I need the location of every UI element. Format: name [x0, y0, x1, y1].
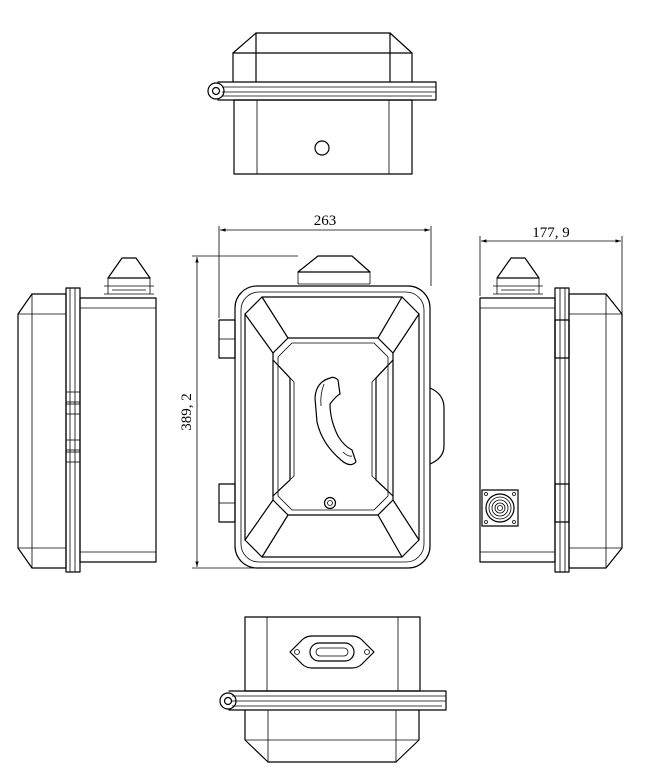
telephone-handset-icon: [314, 376, 357, 466]
left-side-view: [17, 257, 157, 573]
height-label: 389, 2: [179, 393, 195, 431]
cable-gland-icon: [289, 635, 375, 669]
front-view: [218, 255, 445, 569]
depth-dimension: 177, 9: [479, 225, 623, 352]
height-dimension: 389, 2: [179, 255, 298, 569]
cable-connector-icon: [481, 489, 519, 527]
top-view: [207, 32, 437, 175]
depth-label: 177, 9: [532, 225, 570, 241]
width-dimension: 263: [218, 213, 432, 318]
width-label: 263: [314, 213, 337, 229]
right-side-view: [479, 257, 623, 573]
bottom-view: [219, 616, 447, 763]
